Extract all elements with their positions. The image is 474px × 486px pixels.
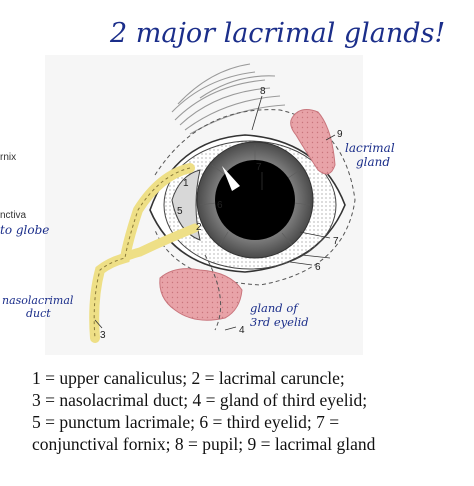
label-number-9: 9: [337, 129, 343, 140]
label-number-5: 5: [177, 206, 183, 217]
label-number-6-right: 6: [315, 262, 321, 273]
to-globe-annotation: to globe: [0, 223, 49, 237]
label-number-6-center: 6: [217, 200, 223, 211]
pupil: [215, 160, 295, 240]
title: 2 major lacrimal glands!: [109, 18, 445, 49]
lacrimal-gland-annotation-line1: lacrimal: [345, 141, 395, 155]
legend-line: 5 = punctum lacrimale; 6 = third eyelid;…: [32, 412, 340, 432]
gland-of-third-eyelid: [159, 268, 243, 321]
lacrimal-gland-annotation-line2: gland: [356, 155, 390, 169]
fornix-label-cropped: rnix: [0, 152, 16, 163]
nasolacrimal-annotation-line2: duct: [26, 307, 51, 320]
legend-line: 1 = upper canaliculus; 2 = lacrimal caru…: [32, 368, 345, 388]
legend-line: conjunctival fornix; 8 = pupil; 9 = lacr…: [32, 434, 376, 454]
label-number-4: 4: [239, 325, 245, 336]
conjunctiva-label-cropped: nctiva: [0, 210, 27, 221]
label-number-3: 3: [100, 330, 106, 341]
label-number-1: 1: [183, 178, 189, 189]
gland-third-eyelid-annotation-line2: 3rd eyelid: [250, 315, 309, 329]
lacrimal-gland: [290, 109, 336, 175]
label-number-7-right: 7: [333, 236, 339, 247]
gland-third-eyelid-annotation-line1: gland of: [250, 301, 299, 315]
label-number-2: 2: [196, 222, 202, 233]
iris-texture: [199, 145, 311, 246]
legend: 1 = upper canaliculus; 2 = lacrimal caru…: [32, 367, 468, 455]
nasolacrimal-duct: [89, 163, 200, 343]
third-eyelid: [171, 169, 201, 241]
light-reflection: [222, 166, 240, 191]
conjunctival-fornix: [154, 109, 356, 286]
label-number-7-top: 8: [260, 86, 266, 97]
nasolacrimal-annotation-line1: nasolacrimal: [2, 294, 74, 307]
third-eyelid-gland-outline: [204, 254, 222, 331]
leader-lines: [94, 95, 336, 331]
label-number-8: 7: [256, 162, 262, 173]
legend-line: 3 = nasolacrimal duct; 4 = gland of thir…: [32, 390, 368, 410]
